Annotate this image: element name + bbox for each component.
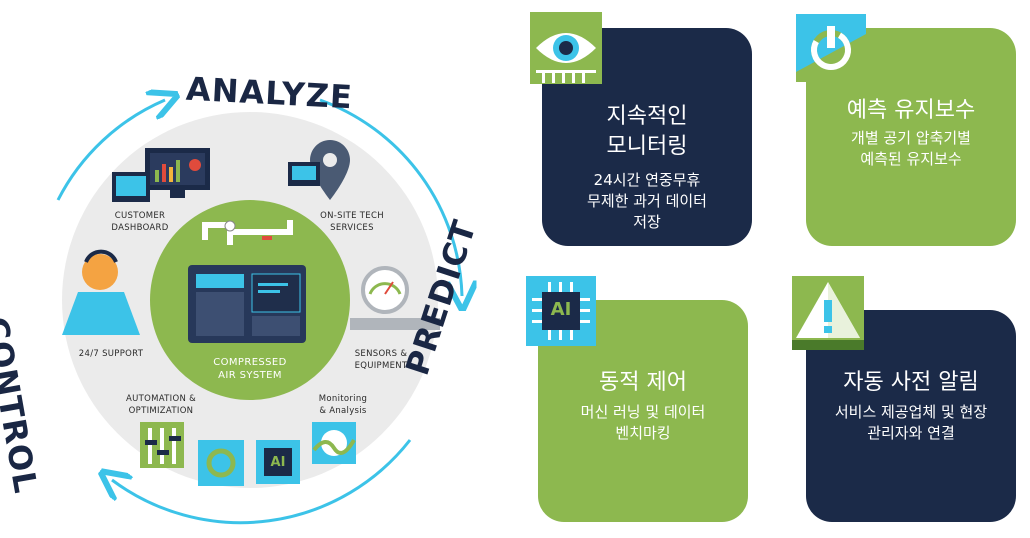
card-monitoring-title-2: 모니터링 <box>606 134 688 159</box>
core-label: COMPRESSED AIR SYSTEM <box>190 356 310 382</box>
onsite-line1: ON-SITE TECH <box>320 211 384 221</box>
monitoring-line1: Monitoring <box>318 394 368 404</box>
sensors-line2: EQUIPMENT <box>354 361 408 371</box>
monitoring-label: Monitoring & Analysis <box>300 393 386 417</box>
gear-tile <box>198 440 244 486</box>
core-label-line2: AIR SYSTEM <box>218 370 282 381</box>
sensors-line1: SENSORS & <box>354 349 408 359</box>
cycle-diagram: ANALYZE PREDICT CONTROL COMPRESSED AIR S… <box>0 0 520 525</box>
warning-icon <box>792 276 864 350</box>
card-maintenance-desc-2: 예측된 유지보수 <box>860 150 962 168</box>
ai-chip-text: AI <box>270 455 286 470</box>
eye-icon <box>530 12 602 84</box>
card-monitoring-desc-1: 24시간 연중무휴 <box>593 171 701 189</box>
gauge <box>361 266 409 314</box>
pipes <box>202 220 293 245</box>
card-control-title-1: 동적 제어 <box>599 370 687 395</box>
ai-chip-label: AI <box>550 299 572 320</box>
card-monitoring-desc-2: 무제한 과거 데이터 <box>587 192 707 210</box>
cycle-arrow-bottom <box>112 439 412 525</box>
automation-label: AUTOMATION & OPTIMIZATION <box>120 393 202 417</box>
monitoring-line2: & Analysis <box>319 406 367 416</box>
onsite-label: ON-SITE TECH SERVICES <box>312 210 392 234</box>
customer-dashboard-line1: CUSTOMER <box>114 211 166 221</box>
sensors-label: SENSORS & EQUIPMENT <box>348 348 414 372</box>
support-label: 24/7 SUPPORT <box>78 349 144 359</box>
cycle-arrow-right <box>319 98 462 296</box>
support-agent <box>82 254 118 290</box>
card-maintenance-title-1: 예측 유지보수 <box>846 98 976 123</box>
ai-chip-graphic <box>526 276 596 346</box>
automation-line1: AUTOMATION & <box>125 394 197 404</box>
customer-dashboard-label: CUSTOMER DASHBOARD <box>105 210 175 234</box>
card-control-desc-2: 벤치마킹 <box>615 424 671 442</box>
ai-chip-icon: AI <box>526 276 596 346</box>
card-alerts-desc-1: 서비스 제공업체 및 현장 <box>834 403 988 421</box>
power-icon <box>796 14 866 82</box>
card-monitoring-desc-3: 저장 <box>633 213 661 231</box>
cycle-arrow-top <box>56 100 165 201</box>
cycle-graphic <box>56 0 520 525</box>
onsite-line2: SERVICES <box>330 223 374 233</box>
card-control-desc-1: 머신 러닝 및 데이터 <box>580 403 706 421</box>
card-monitoring-title-1: 지속적인 <box>606 104 688 129</box>
card-maintenance-desc-1: 개별 공기 압축기별 <box>851 129 971 147</box>
card-alerts-title-1: 자동 사전 알림 <box>843 370 979 395</box>
customer-dashboard-line2: DASHBOARD <box>111 223 169 233</box>
card-alerts-desc-2: 관리자와 연결 <box>867 424 955 442</box>
automation-line2: OPTIMIZATION <box>128 406 194 416</box>
core-label-line1: COMPRESSED <box>213 357 287 368</box>
